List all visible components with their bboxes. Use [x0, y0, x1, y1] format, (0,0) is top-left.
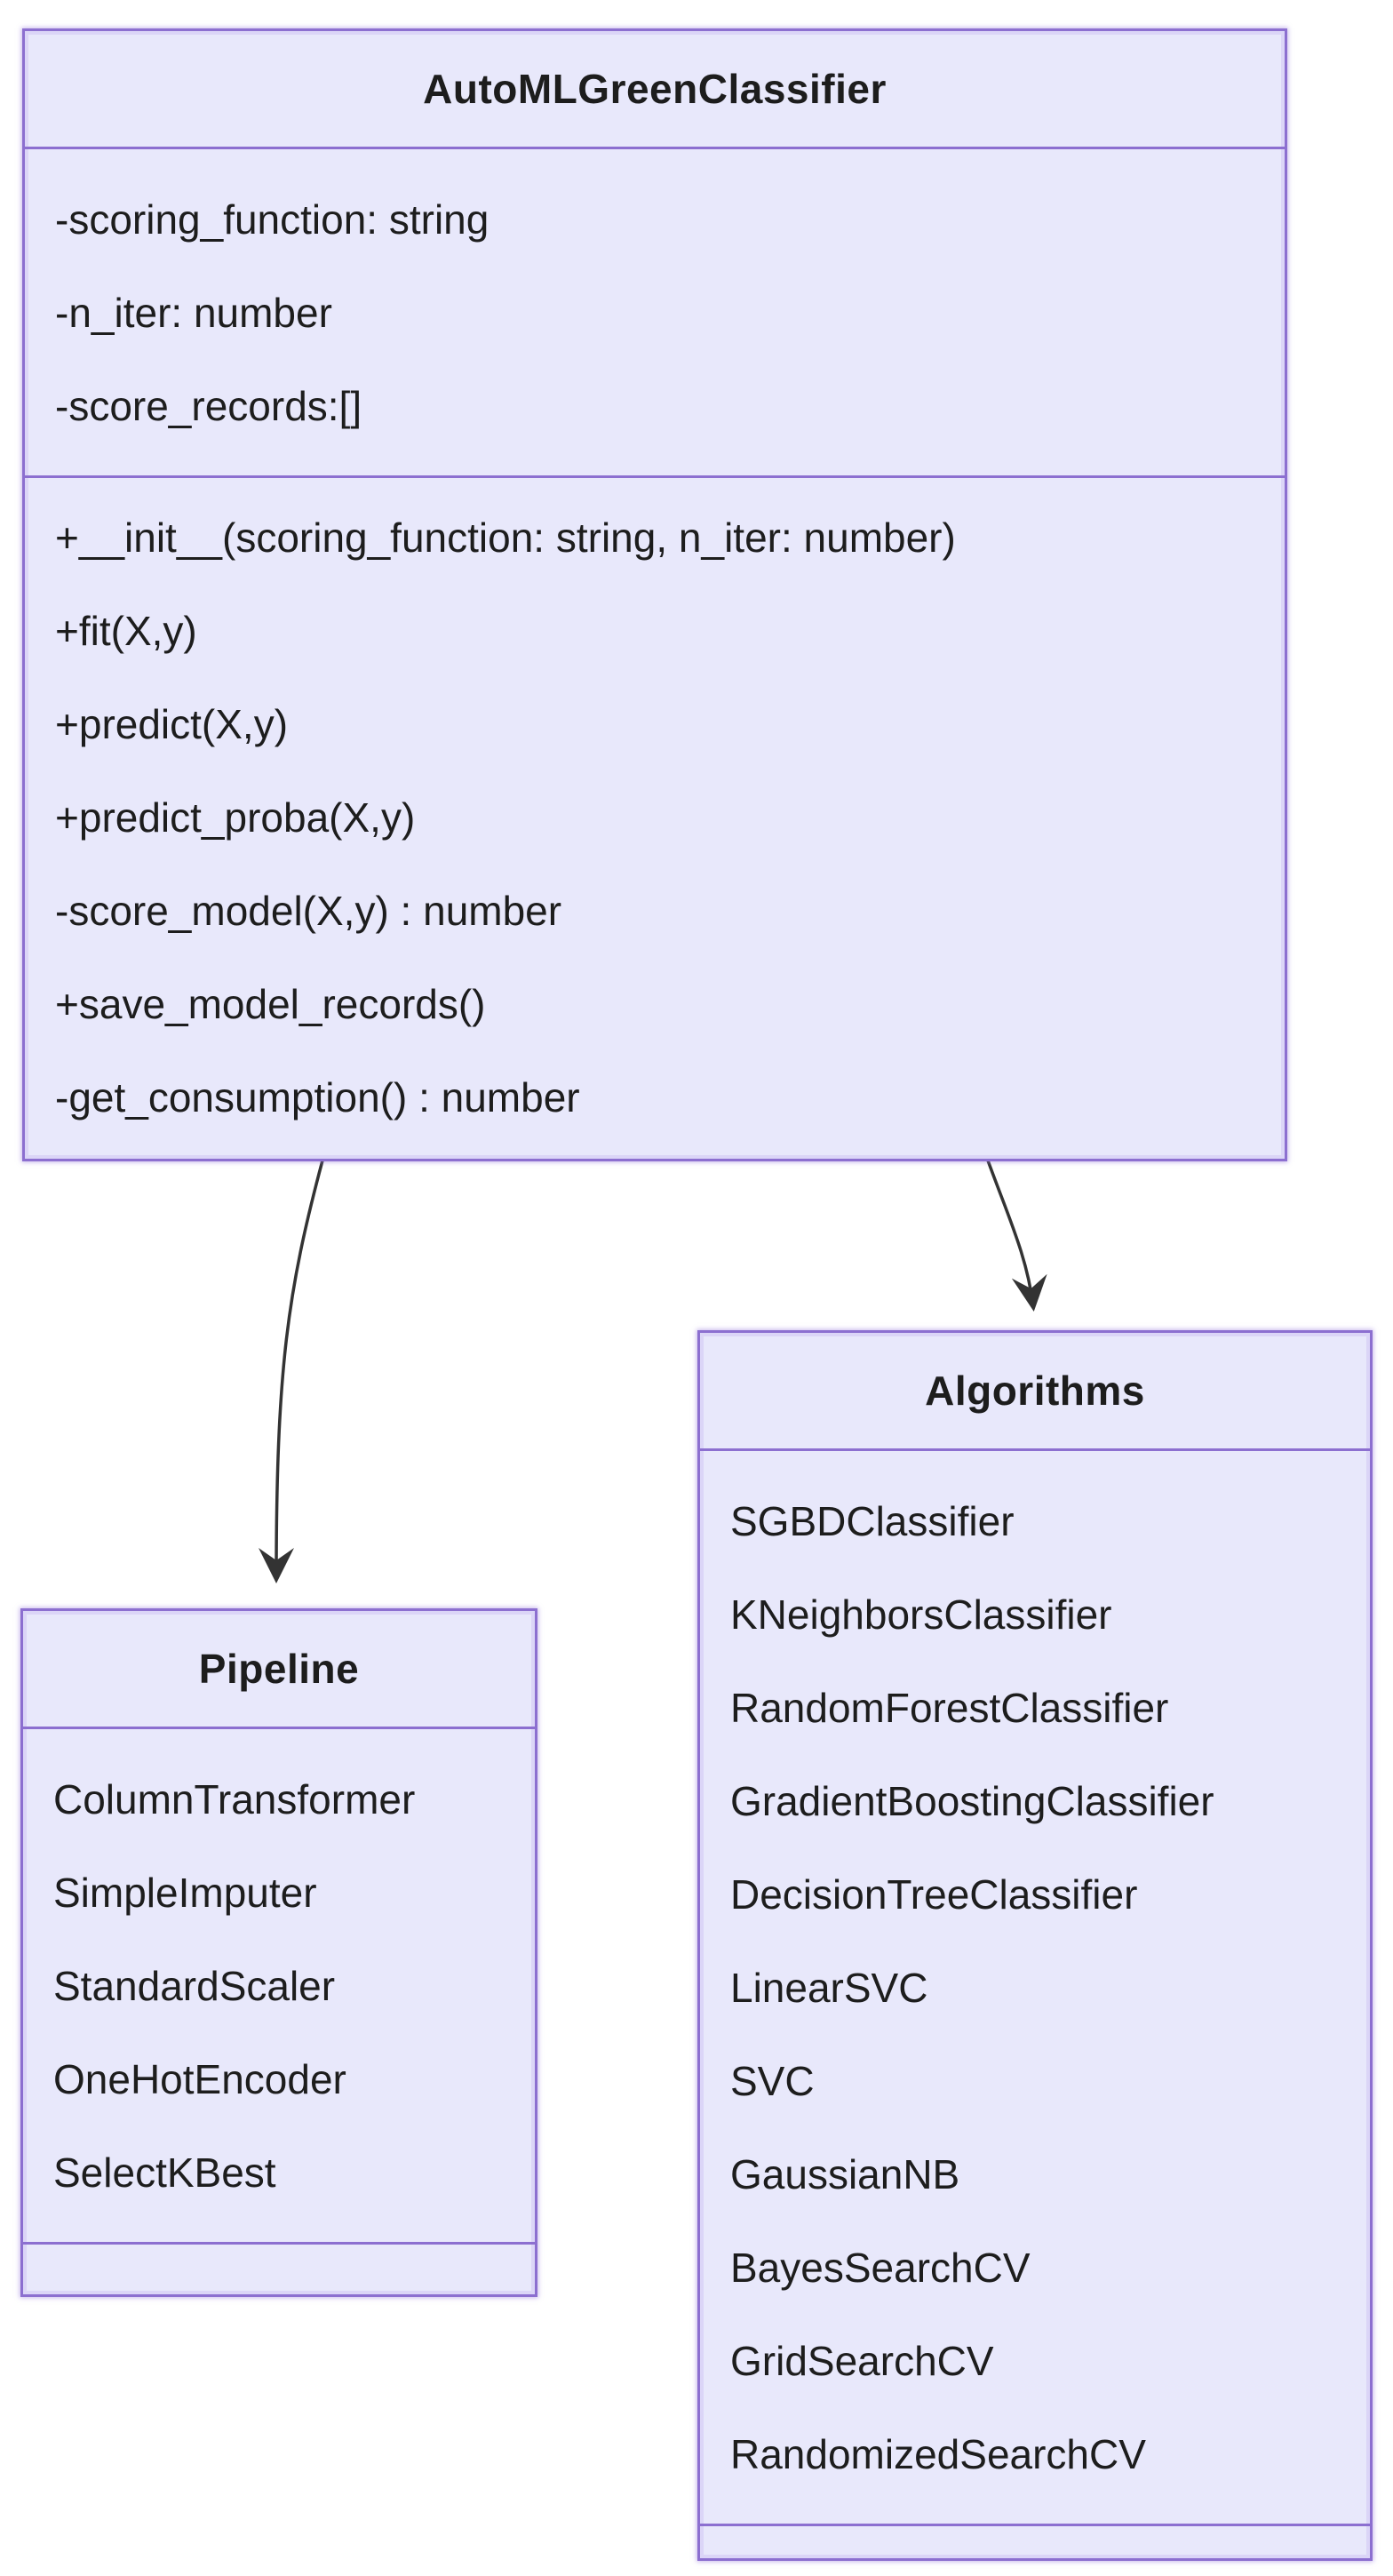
members-divider: [25, 475, 1285, 478]
class-title: Algorithms: [925, 1368, 1145, 1414]
title-divider: [25, 147, 1285, 149]
methods-section: +__init__(scoring_function: string, n_it…: [25, 478, 1285, 1159]
class-member: -scoring_function: string: [55, 195, 490, 243]
methods-section-empty: [23, 2245, 535, 2294]
class-member: DecisionTreeClassifier: [730, 1870, 1138, 1918]
class-title: AutoMLGreenClassifier: [423, 66, 887, 112]
class-member: -n_iter: number: [55, 289, 332, 336]
class-member: +save_model_records(): [55, 980, 486, 1027]
class-member: +__init__(scoring_function: string, n_it…: [55, 514, 956, 561]
class-member: KNeighborsClassifier: [730, 1591, 1112, 1638]
class-member: ColumnTransformer: [53, 1775, 416, 1822]
class-member: GaussianNB: [730, 2150, 960, 2197]
title-divider: [700, 1448, 1370, 1451]
class-member: OneHotEncoder: [53, 2055, 346, 2102]
class-member: RandomForestClassifier: [730, 1684, 1169, 1731]
class-member: SGBDClassifier: [730, 1497, 1015, 1544]
class-member: -score_model(X,y) : number: [55, 887, 562, 934]
class-member: -score_records:[]: [55, 382, 362, 429]
members-divider: [700, 2524, 1370, 2526]
class-member: -get_consumption() : number: [55, 1073, 580, 1121]
class-member: SimpleImputer: [53, 1869, 317, 1916]
class-member: LinearSVC: [730, 1964, 928, 2011]
attributes-section: -scoring_function: string -n_iter: number…: [25, 149, 1285, 475]
class-member: +fit(X,y): [55, 607, 197, 654]
title-divider: [23, 1727, 535, 1729]
edge-automl-to-pipeline: [259, 1160, 324, 1583]
class-member: StandardScaler: [53, 1962, 336, 2009]
class-member: RandomizedSearchCV: [730, 2430, 1146, 2477]
class-member: +predict(X,y): [55, 700, 289, 747]
class-member: GradientBoostingClassifier: [730, 1777, 1214, 1824]
class-title: Pipeline: [198, 1646, 360, 1692]
class-member: BayesSearchCV: [730, 2244, 1031, 2291]
class-member: SVC: [730, 2057, 815, 2104]
members-divider: [23, 2242, 535, 2245]
edge-automl-to-algorithms: [986, 1160, 1047, 1312]
class-member: SelectKBest: [53, 2149, 276, 2196]
class-member: GridSearchCV: [730, 2337, 994, 2384]
methods-section-empty: [700, 2526, 1370, 2558]
class-box-automl-green-classifier: AutoMLGreenClassifier -scoring_function:…: [22, 28, 1287, 1161]
class-member: +predict_proba(X,y): [55, 794, 416, 841]
